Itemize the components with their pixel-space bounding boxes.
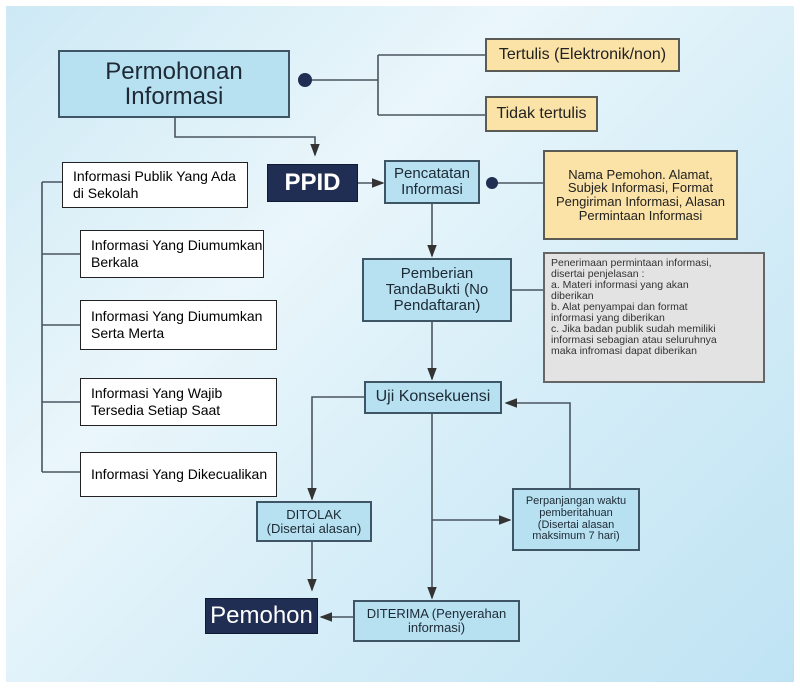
ppid-node: PPID (267, 164, 358, 202)
permohonan-informasi-node: Permohonan Informasi (58, 50, 290, 118)
nama-pemohon-node: Nama Pemohon. Alamat, Subjek Informasi, … (543, 150, 738, 240)
diterima-node: DITERIMA (Penyerahan informasi) (353, 600, 520, 642)
tertulis-node: Tertulis (Elektronik/non) (485, 38, 680, 72)
category-box: Informasi Yang Diumumkan Serta Merta (80, 300, 277, 350)
penerimaan-note: Penerimaan permintaan informasi, diserta… (543, 252, 765, 383)
category-box: Informasi Yang Wajib Tersedia Setiap Saa… (80, 378, 277, 426)
category-box: Informasi Yang Diumumkan Berkala (80, 230, 264, 278)
tidak-tertulis-node: Tidak tertulis (485, 96, 598, 132)
category-box: Informasi Publik Yang Ada di Sekolah (62, 162, 248, 208)
pencatatan-informasi-node: Pencatatan Informasi (384, 160, 480, 204)
uji-konsekuensi-node: Uji Konsekuensi (364, 381, 502, 414)
pemberian-tanda-bukti-node: Pemberian TandaBukti (No Pendaftaran) (362, 258, 512, 322)
perpanjangan-node: Perpanjangan waktu pemberitahuan (Disert… (512, 488, 640, 551)
pemohon-node: Pemohon (205, 598, 318, 634)
ditolak-node: DITOLAK (Disertai alasan) (256, 501, 372, 542)
category-box: Informasi Yang Dikecualikan (80, 452, 277, 497)
connector-dot (298, 73, 312, 87)
connector-dot (486, 177, 498, 189)
